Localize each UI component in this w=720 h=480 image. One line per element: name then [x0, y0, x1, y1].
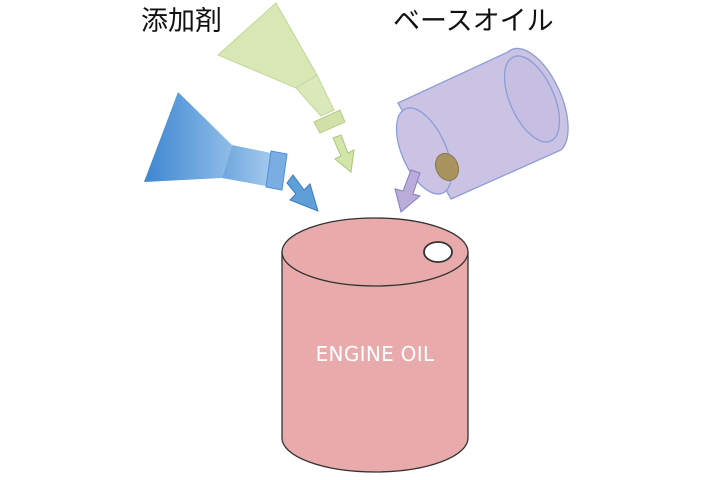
engine-oil-label: ENGINE OIL — [315, 342, 435, 366]
drum-top — [281, 217, 469, 287]
can-opening — [434, 152, 460, 182]
drum-cap — [423, 241, 453, 263]
additive-label: 添加剤 — [141, 6, 222, 37]
can-end — [503, 55, 561, 143]
base-oil-can-icon — [395, 47, 569, 200]
blue-funnel-icon — [144, 92, 288, 191]
green-arrow-icon — [332, 134, 355, 173]
green-funnel-icon — [217, 2, 346, 134]
base-oil-label: ベースオイル — [393, 6, 554, 37]
engine-oil-drum-icon — [281, 217, 469, 473]
purple-arrow-icon — [394, 169, 422, 213]
blue-arrow-icon — [286, 174, 319, 212]
